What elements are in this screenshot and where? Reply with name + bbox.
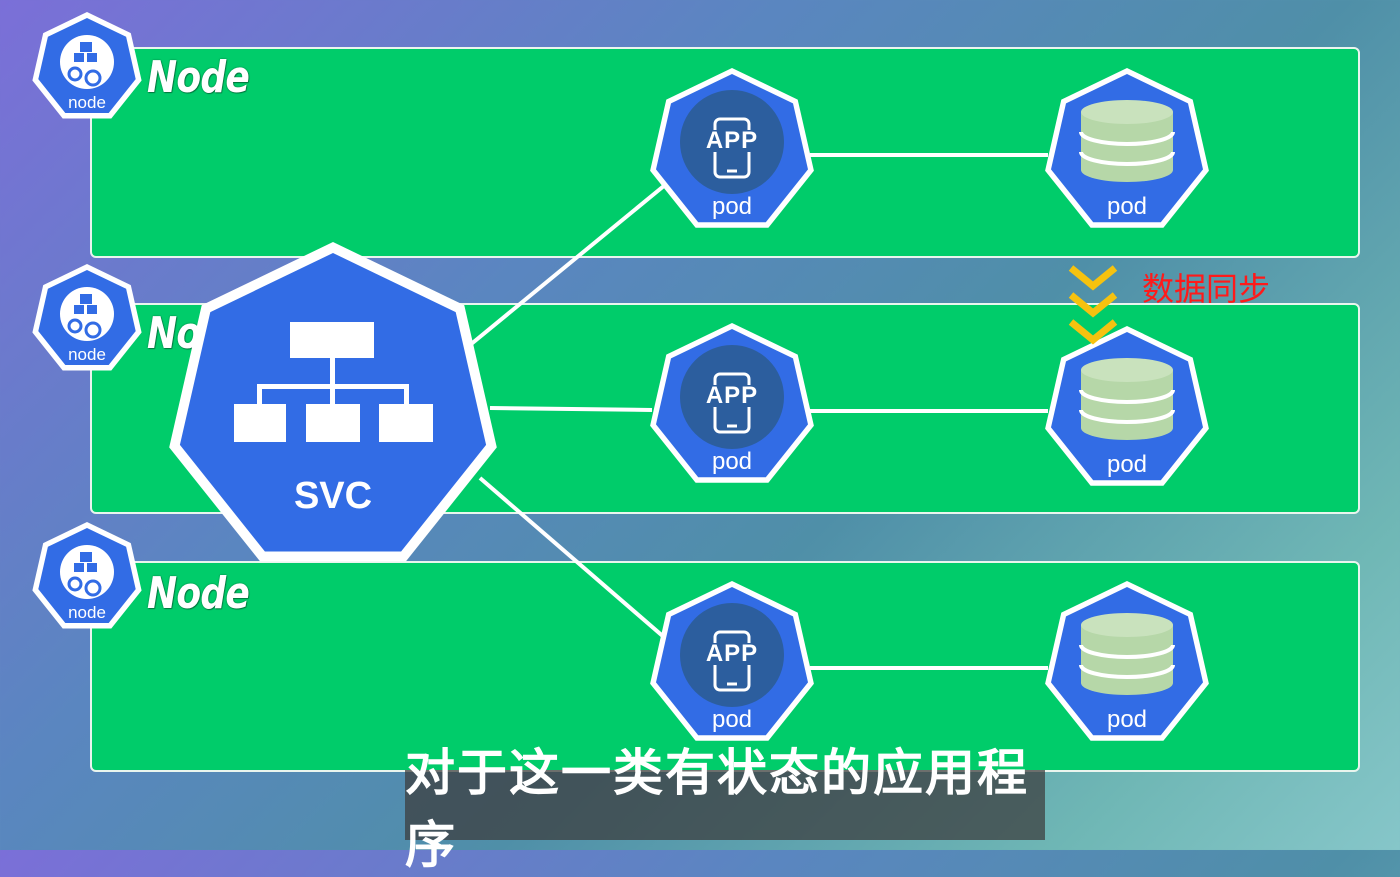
pod-label: pod xyxy=(712,193,752,220)
database-icon xyxy=(1079,358,1175,440)
line-svc-app1 xyxy=(468,183,667,347)
node-label-3: Node xyxy=(147,568,250,619)
sync-chevron-down-icon xyxy=(1068,265,1118,345)
phone-app-icon xyxy=(702,117,762,179)
node-icon-1: node xyxy=(32,12,142,119)
line-svc-app2 xyxy=(489,406,653,412)
app-badge: APP xyxy=(706,382,758,409)
node-icon-label: node xyxy=(68,603,106,622)
subtitle-caption: 对于这一类有状态的应用程序 xyxy=(405,744,1045,874)
pod-label: pod xyxy=(1107,706,1147,733)
service-svc[interactable]: SVC xyxy=(163,240,503,580)
pod-label: pod xyxy=(712,706,752,733)
node-label-1: Node xyxy=(147,52,250,103)
phone-app-icon xyxy=(702,630,762,692)
app-pod-2[interactable]: APP pod xyxy=(647,322,817,492)
database-icon xyxy=(1079,100,1175,182)
phone-app-icon xyxy=(702,372,762,434)
db-pod-3[interactable]: pod xyxy=(1042,580,1212,750)
data-sync-label: 数据同步 xyxy=(1142,270,1271,308)
pod-label: pod xyxy=(1107,193,1147,220)
db-pod-1[interactable]: pod xyxy=(1042,67,1212,237)
pod-label: pod xyxy=(1107,451,1147,478)
node-icon-label: node xyxy=(68,93,106,112)
network-hierarchy-icon xyxy=(234,322,433,442)
svc-label: SVC xyxy=(294,475,372,517)
node-icon-label: node xyxy=(68,345,106,364)
database-icon xyxy=(1079,613,1175,695)
node-icon-3: node xyxy=(32,522,142,629)
app-badge: APP xyxy=(706,640,758,667)
app-pod-3[interactable]: APP pod xyxy=(647,580,817,750)
node-icon-2: node xyxy=(32,264,142,371)
pod-label: pod xyxy=(712,448,752,475)
app-pod-1[interactable]: APP pod xyxy=(647,67,817,237)
connection-lines xyxy=(468,153,1048,670)
app-badge: APP xyxy=(706,127,758,154)
db-pod-2[interactable]: pod xyxy=(1042,325,1212,495)
line-svc-app3 xyxy=(478,476,667,640)
